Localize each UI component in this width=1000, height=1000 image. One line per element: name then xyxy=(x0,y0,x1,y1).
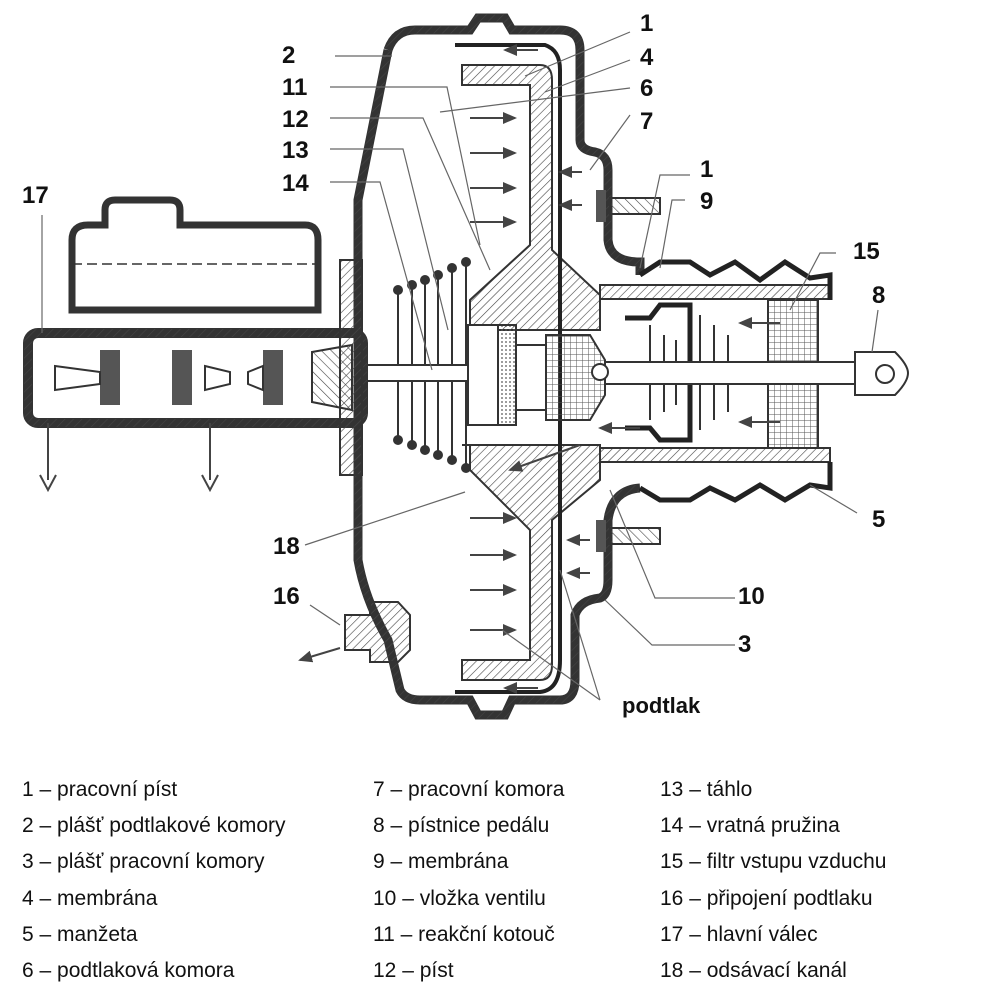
legend-item: 12 – píst xyxy=(373,958,454,982)
callout-1-top: 1 xyxy=(640,10,654,37)
legend-item: 2 – plášť podtlakové komory xyxy=(22,814,286,838)
legend-item: 9 – membrána xyxy=(373,850,509,874)
legend-item: 14 – vratná pružina xyxy=(660,814,840,838)
callout-7: 7 xyxy=(640,108,654,135)
pedal-rod xyxy=(591,351,910,396)
legend-column-1: 1 – pracovní píst 2 – plášť podtlakové k… xyxy=(22,775,286,992)
legend-item: 10 – vložka ventilu xyxy=(373,886,546,910)
brake-booster-diagram xyxy=(23,13,910,720)
callout-14: 14 xyxy=(282,170,309,197)
leader-lines xyxy=(41,31,879,701)
callout-2: 2 xyxy=(282,42,296,69)
callout-1-right: 1 xyxy=(700,156,714,183)
callout-11: 11 xyxy=(282,74,308,101)
legend-item: 17 – hlavní válec xyxy=(660,922,818,946)
callout-8: 8 xyxy=(872,282,886,309)
callout-9: 9 xyxy=(700,188,714,215)
legend-item: 5 – manžeta xyxy=(22,922,138,946)
legend-item: 11 – reakční kotouč xyxy=(373,922,555,946)
airflow-arrows xyxy=(470,44,780,694)
legend-item: 8 – pístnice pedálu xyxy=(373,814,550,838)
callout-vacuum: podtlak xyxy=(622,693,701,718)
callout-13: 13 xyxy=(282,137,309,164)
callout-5: 5 xyxy=(872,506,886,533)
legend-column-3: 13 – táhlo 14 – vratná pružina 15 – filt… xyxy=(660,775,886,992)
callout-10: 10 xyxy=(738,583,765,610)
legend-item: 16 – připojení podtlaku xyxy=(660,886,873,910)
callout-15: 15 xyxy=(853,238,880,265)
legend-column-2: 7 – pracovní komora 8 – pístnice pedálu … xyxy=(373,775,564,992)
master-cylinder xyxy=(23,196,368,493)
callout-6: 6 xyxy=(640,75,654,102)
callout-4: 4 xyxy=(640,44,654,71)
callout-12: 12 xyxy=(282,106,309,133)
legend-item: 18 – odsávací kanál xyxy=(660,958,847,982)
legend-item: 13 – táhlo xyxy=(660,778,753,801)
vacuum-connection xyxy=(298,601,411,663)
parts-legend: 1 – pracovní píst 2 – plášť podtlakové k… xyxy=(0,775,1000,1000)
callout-17: 17 xyxy=(22,182,49,209)
legend-item: 4 – membrána xyxy=(22,886,158,910)
legend-item: 1 – pracovní píst xyxy=(22,778,178,801)
legend-item: 6 – podtlaková komora xyxy=(22,958,235,982)
callout-18: 18 xyxy=(273,533,300,560)
legend-item: 7 – pracovní komora xyxy=(373,778,565,801)
push-rod xyxy=(361,324,606,426)
legend-item: 3 – plášť pracovní komory xyxy=(22,850,265,874)
mounting-studs xyxy=(596,190,661,552)
callout-3: 3 xyxy=(738,631,752,658)
callout-16: 16 xyxy=(273,583,300,610)
legend-item: 15 – filtr vstupu vzduchu xyxy=(660,850,887,874)
